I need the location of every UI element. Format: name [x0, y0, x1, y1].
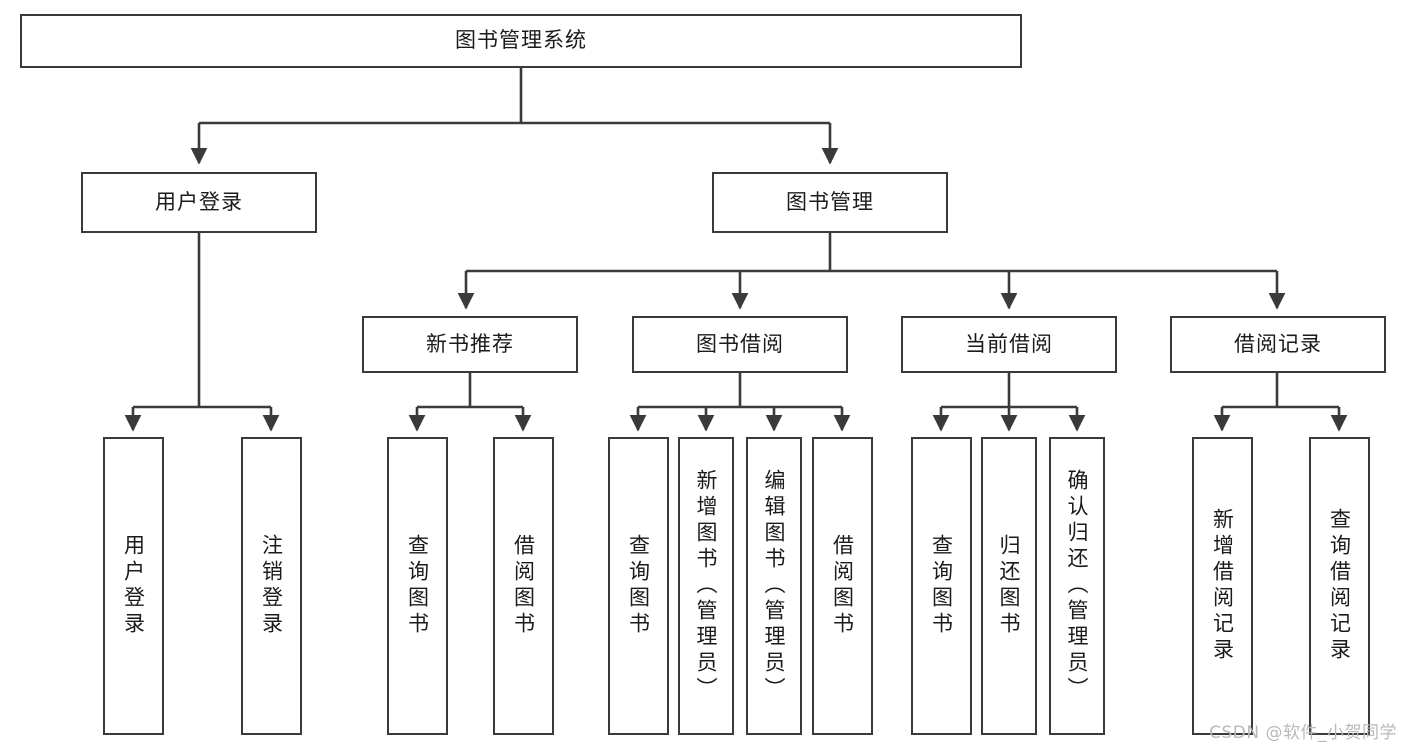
leaf-borrow-book-borrow[interactable]: 借阅图书: [812, 437, 873, 735]
leaf-query-book-current[interactable]: 查询图书: [911, 437, 972, 735]
watermark: CSDN @软件_小贺同学: [1209, 723, 1397, 743]
node-book-borrow[interactable]: 图书借阅: [632, 316, 848, 373]
leaf-confirm-return-admin-label: 确认归还（管理员）: [1065, 469, 1090, 703]
node-book-management[interactable]: 图书管理: [712, 172, 948, 233]
node-new-book-recommend[interactable]: 新书推荐: [362, 316, 578, 373]
node-borrow-record[interactable]: 借阅记录: [1170, 316, 1386, 373]
leaf-add-book-admin[interactable]: 新增图书（管理员）: [678, 437, 734, 735]
node-current-borrow[interactable]: 当前借阅: [901, 316, 1117, 373]
leaf-query-book-recommend[interactable]: 查询图书: [387, 437, 448, 735]
leaf-edit-book-admin-label: 编辑图书（管理员）: [762, 469, 787, 703]
leaf-add-borrow-record-label: 新增借阅记录: [1210, 508, 1235, 664]
leaf-query-book-current-label: 查询图书: [929, 534, 954, 638]
leaf-user-login[interactable]: 用户登录: [103, 437, 164, 735]
leaf-logout-label: 注销登录: [259, 534, 284, 638]
node-current-borrow-label: 当前借阅: [965, 331, 1053, 356]
leaf-edit-book-admin[interactable]: 编辑图书（管理员）: [746, 437, 802, 735]
leaf-confirm-return-admin[interactable]: 确认归还（管理员）: [1049, 437, 1105, 735]
leaf-return-book[interactable]: 归还图书: [981, 437, 1037, 735]
leaf-borrow-book-recommend-label: 借阅图书: [511, 534, 536, 638]
leaf-query-borrow-record-label: 查询借阅记录: [1327, 508, 1352, 664]
leaf-query-book-borrow-label: 查询图书: [626, 534, 651, 638]
node-root[interactable]: 图书管理系统: [20, 14, 1022, 68]
leaf-query-book-recommend-label: 查询图书: [405, 534, 430, 638]
leaf-add-borrow-record[interactable]: 新增借阅记录: [1192, 437, 1253, 735]
node-new-book-recommend-label: 新书推荐: [426, 331, 514, 356]
node-user-login[interactable]: 用户登录: [81, 172, 317, 233]
leaf-query-book-borrow[interactable]: 查询图书: [608, 437, 669, 735]
leaf-query-borrow-record[interactable]: 查询借阅记录: [1309, 437, 1370, 735]
node-borrow-record-label: 借阅记录: [1234, 331, 1322, 356]
node-root-label: 图书管理系统: [455, 28, 587, 53]
leaf-return-book-label: 归还图书: [997, 534, 1022, 638]
leaf-borrow-book-recommend[interactable]: 借阅图书: [493, 437, 554, 735]
leaf-borrow-book-borrow-label: 借阅图书: [830, 534, 855, 638]
leaf-user-login-label: 用户登录: [121, 534, 146, 638]
node-user-login-label: 用户登录: [155, 189, 243, 214]
leaf-add-book-admin-label: 新增图书（管理员）: [694, 469, 719, 703]
leaf-logout[interactable]: 注销登录: [241, 437, 302, 735]
node-book-borrow-label: 图书借阅: [696, 331, 784, 356]
node-book-management-label: 图书管理: [786, 189, 874, 214]
